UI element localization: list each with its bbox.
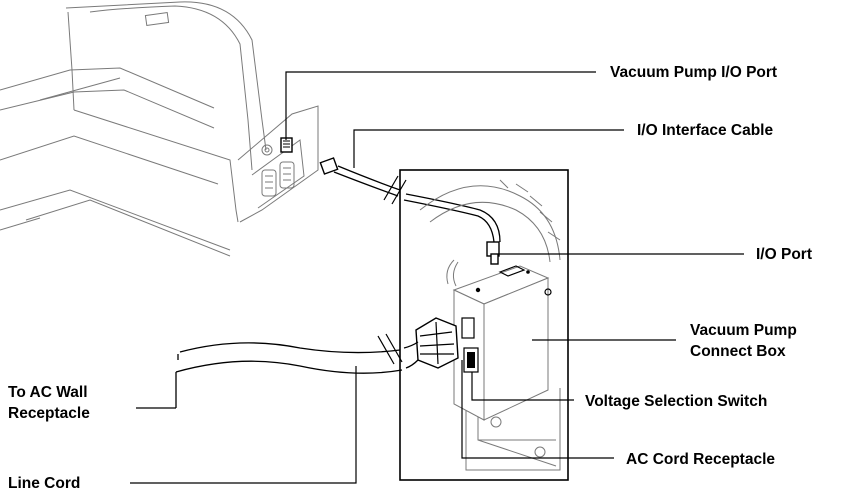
- leader-lines: [130, 71, 744, 484]
- callout-labels: Vacuum Pump I/O Port I/O Interface Cable…: [8, 64, 812, 489]
- printer-io-port-jack: [280, 137, 293, 153]
- label-wall-line1: To AC Wall: [8, 384, 88, 401]
- io-interface-cable: [319, 157, 501, 265]
- label-ac-cord-receptacle: AC Cord Receptacle: [626, 451, 775, 468]
- label-io-interface-cable: I/O Interface Cable: [637, 122, 773, 139]
- label-io-port: I/O Port: [756, 246, 812, 263]
- printer-body: [0, 1, 319, 257]
- label-connect-box-line1: Vacuum Pump: [690, 322, 797, 339]
- label-line-cord: Line Cord: [8, 475, 80, 489]
- label-vacuum-pump-io-port: Vacuum Pump I/O Port: [610, 64, 777, 81]
- label-wall-line2: Receptacle: [8, 405, 90, 422]
- line-cord: [175, 317, 459, 408]
- label-connect-box-line2: Connect Box: [690, 343, 786, 360]
- vacuum-pump-connect-box: [452, 265, 552, 421]
- label-voltage-selection-switch: Voltage Selection Switch: [585, 393, 767, 410]
